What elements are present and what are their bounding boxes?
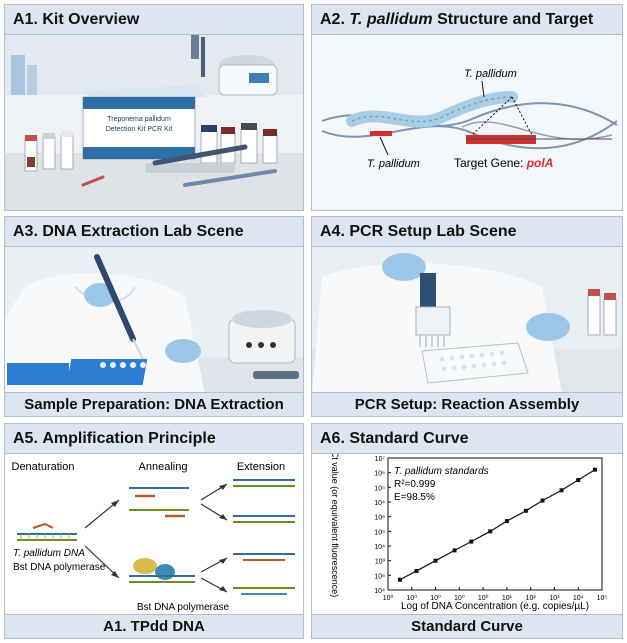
panel-a4-caption: PCR Setup: Reaction Assembly [312, 392, 622, 416]
y-tick-label: 10⁶ [374, 573, 385, 580]
dna-duplex-left [17, 522, 77, 541]
enzyme-label: Bst DNA polymerase [13, 562, 106, 573]
x-tick-label: 10⁰ [454, 594, 465, 602]
data-point [397, 577, 402, 582]
data-point [576, 478, 581, 482]
legend-title: T. pallidum standards [394, 466, 489, 477]
x-tick-label: 10³ [549, 595, 560, 602]
extension-products [233, 479, 295, 595]
data-point [504, 519, 509, 524]
axis-ticks: 10⁰ 10⁰ 10⁰ 10⁰ 10⁰ 10¹ 10² 10³ 10⁴ 10⁵ 10⁷ 10⁶ 10⁵ 1… [374, 456, 607, 602]
panel-a3-label: A3. [13, 222, 38, 240]
panel-a2-header: A2. T. pallidum Structure and Target [312, 5, 622, 35]
x-tick-label: 10⁰ [478, 594, 489, 602]
panel-a6-header: A6. Standard Curve [312, 424, 622, 454]
y-tick-label: 10⁷ [375, 456, 386, 463]
kit-overview-illustration: Treponema pallidum Detection Kit PCR Kit [5, 35, 303, 210]
panel-a1-kit-overview: A1. Kit Overview Treponema pallidum Dete… [4, 4, 304, 211]
y-tick-label: 10⁴ [374, 544, 385, 551]
panel-a6-title: Standard Curve [349, 429, 469, 447]
data-point [469, 539, 474, 544]
pcr-setup-illustration [312, 247, 622, 394]
kit-box-label-line1: Treponema pallidum [107, 116, 171, 123]
y-tick-label: 10⁶ [374, 471, 385, 478]
data-point [523, 508, 528, 513]
amplification-diagram: Denaturation Annealing Extension T. pall… [5, 454, 303, 616]
treponema-diagram: T. pallidum T. pallidum Target Gene: pol… [312, 35, 622, 210]
panel-a3-title: DNA Extraction Lab Scene [42, 222, 244, 240]
x-tick-label: 10⁵ [597, 595, 608, 602]
kit-box: Treponema pallidum Detection Kit PCR Kit [82, 85, 207, 160]
data-point [559, 488, 564, 493]
panel-a2-title-rest: Structure and Target [437, 10, 594, 28]
target-gene-label: Target Gene: polA [454, 156, 553, 170]
enzyme-label-bottom: Bst DNA polymerase [137, 602, 230, 613]
panel-a4-label: A4. [320, 222, 345, 240]
x-tick-label: 10⁰ [383, 594, 394, 602]
panel-a6-standard-curve: A6. Standard Curve Ct value (or equivale… [311, 423, 623, 639]
fit-line [399, 469, 596, 581]
x-tick-label: 10¹ [502, 595, 513, 602]
data-point [488, 529, 493, 534]
annealed-strands [129, 487, 189, 518]
efficiency-text: E=98.5% [394, 492, 435, 503]
panel-a3-caption: Sample Preparation: DNA Extraction [5, 392, 303, 416]
step-denaturation: Denaturation [12, 461, 75, 473]
x-tick-label: 10⁰ [406, 594, 417, 602]
panel-a2-structure-target: A2. T. pallidum Structure and Target T. … [311, 4, 623, 211]
panel-a5-title: Amplification Principle [42, 429, 216, 447]
panel-a5-label: A5. [13, 429, 38, 447]
data-point [540, 498, 545, 503]
panel-a5-caption: A1. TPdd DNA [5, 614, 303, 638]
kit-box-label-line2: Detection Kit PCR Kit [106, 126, 173, 133]
spirochete-body [346, 91, 518, 128]
x-tick-label: 10² [526, 595, 537, 602]
r-squared-text: R²=0.999 [394, 479, 436, 490]
data-series [397, 467, 597, 582]
y-tick-label: 10⁴ [374, 500, 385, 507]
dna-extraction-illustration [5, 247, 303, 394]
polymerase-complex [129, 558, 195, 583]
y-axis-label: Ct value (or equivalent fluorescence) [330, 454, 340, 597]
panel-a2-title-organism: T. pallidum [349, 10, 433, 28]
panel-a4-header: A4. PCR Setup Lab Scene [312, 217, 622, 247]
panel-a6-caption: Standard Curve [312, 614, 622, 638]
target-region-marker [370, 131, 392, 136]
y-tick-label: 10⁵ [374, 529, 385, 536]
data-point [433, 558, 438, 563]
data-point [452, 548, 457, 553]
organism-label-bottom: T. pallidum [367, 158, 420, 170]
panel-a2-label: A2. [320, 10, 345, 28]
organism-label-top: T. pallidum [464, 68, 517, 80]
plot-frame [387, 457, 603, 591]
panel-a1-title: Kit Overview [42, 10, 140, 28]
dna-label: T. pallidum DNA [13, 548, 85, 559]
x-tick-label: 10⁴ [573, 595, 584, 602]
standard-curve-chart: Ct value (or equivalent fluorescence) Lo… [312, 454, 622, 616]
y-tick-label: 10⁴ [374, 588, 385, 595]
y-tick-label: 10⁵ [374, 485, 385, 492]
panel-a4-title: PCR Setup Lab Scene [349, 222, 517, 240]
x-tick-label: 10⁰ [430, 594, 441, 602]
panel-a5-header: A5. Amplification Principle [5, 424, 303, 454]
panel-a1-label: A1. [13, 10, 38, 28]
panel-a5-amplification: A5. Amplification Principle Denaturation… [4, 423, 304, 639]
panel-a6-label: A6. [320, 429, 345, 447]
y-tick-label: 10³ [375, 559, 386, 566]
data-point [592, 467, 597, 472]
data-point [414, 568, 419, 573]
step-extension: Extension [237, 461, 285, 473]
x-axis-label: Log of DNA Concentration (e.g. copies/µL… [401, 601, 589, 612]
panel-a3-header: A3. DNA Extraction Lab Scene [5, 217, 303, 247]
panel-a3-dna-extraction: A3. DNA Extraction Lab Scene Sample Prep… [4, 216, 304, 417]
step-annealing: Annealing [139, 461, 188, 473]
panel-a1-header: A1. Kit Overview [5, 5, 303, 35]
panel-a4-pcr-setup: A4. PCR Setup Lab Scene PCR Setup: React… [311, 216, 623, 417]
y-tick-label: 10⁶ [374, 515, 385, 522]
